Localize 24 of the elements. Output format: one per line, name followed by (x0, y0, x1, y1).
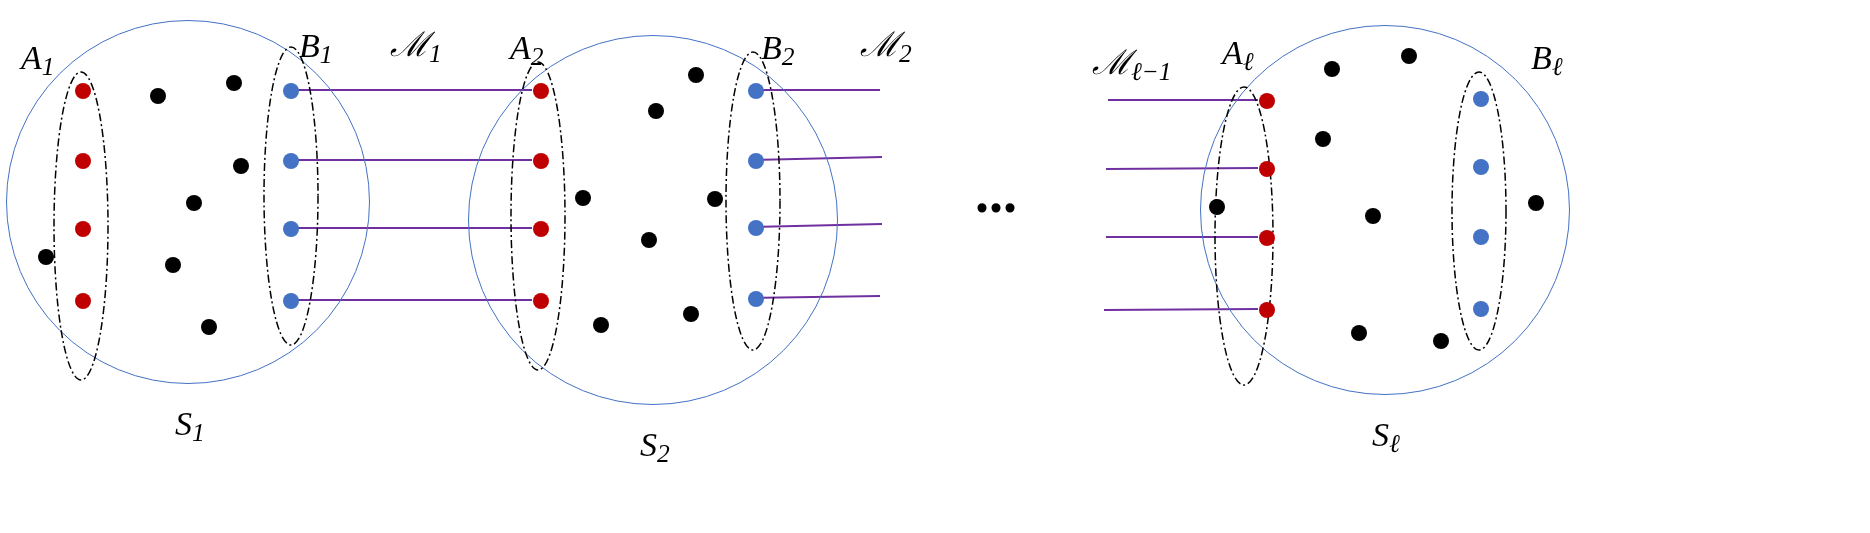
matching-edge (762, 295, 881, 299)
matching-edge (297, 299, 533, 301)
set-label: A$_{2}$ (510, 31, 544, 65)
matching-edge (762, 223, 883, 228)
matching-edge (1107, 99, 1259, 101)
set-label: B$_{1}$ (299, 29, 333, 63)
matching-edge (762, 89, 881, 91)
set-label: A$_{1}$ (21, 41, 55, 75)
matching-label: ℳ$_{ℓ−1}$ (1092, 46, 1172, 80)
set-label: B$_{2}$ (761, 31, 795, 65)
matching-edge (297, 227, 533, 229)
matching-label: ℳ$_{2}$ (860, 28, 912, 62)
ellipsis: ... (975, 165, 1017, 221)
set-label: B$_{ℓ}$ (1531, 41, 1563, 75)
matching-edge (297, 159, 533, 161)
matching-edge (1105, 236, 1259, 238)
matching-edge (762, 156, 883, 161)
set-label: S$_{2}$ (640, 428, 670, 462)
set-label: A$_{ℓ}$ (1222, 36, 1254, 70)
set-label: S$_{ℓ}$ (1372, 418, 1400, 452)
matching-edge (1103, 308, 1259, 311)
set-label: S$_{1}$ (175, 407, 205, 441)
matching-edge (1105, 167, 1259, 170)
matching-label: ℳ$_{1}$ (390, 28, 442, 62)
